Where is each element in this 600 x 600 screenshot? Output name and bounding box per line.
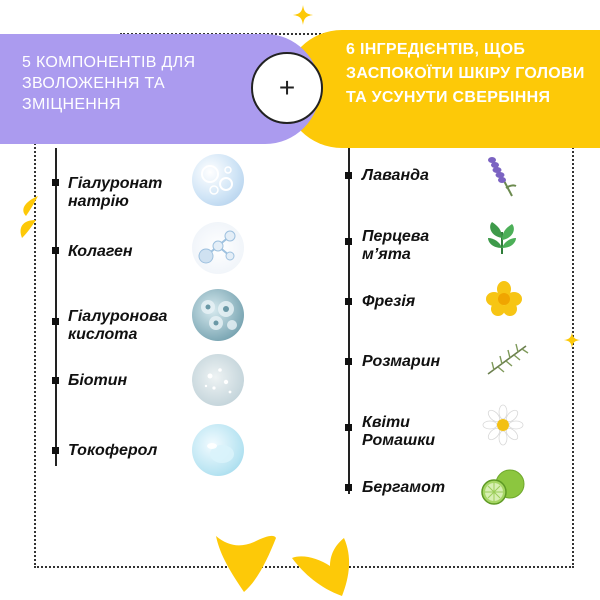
bullet-marker [52, 447, 59, 454]
right-item-label: Бергамот [362, 479, 446, 496]
left-column-line [55, 148, 57, 466]
yellow-shape-right-icon [292, 538, 350, 596]
bullet-marker [345, 484, 352, 491]
left-item-label: Гіалуронат натрію [68, 175, 163, 210]
bullet-marker [345, 298, 352, 305]
rosemary-icon [487, 343, 529, 375]
cells-icon [192, 289, 244, 341]
yellow-shape-left-icon [216, 535, 276, 592]
left-header-title: 5 КОМПОНЕНТІВ ДЛЯ ЗВОЛОЖЕННЯ ТА ЗМІЦНЕНН… [22, 54, 196, 113]
right-item-label: Фрезія [362, 293, 416, 310]
bullet-marker [345, 172, 352, 179]
water-drop-icon [192, 424, 244, 476]
right-item-label: Розмарин [362, 353, 441, 370]
freesia-flower-icon [486, 281, 522, 316]
right-header-title: 6 ІНГРЕДІЄНТІВ, ЩОБ ЗАСПОКОЇТИ ШКІРУ ГОЛ… [346, 41, 585, 106]
bullet-marker [52, 179, 59, 186]
chamomile-icon [482, 404, 524, 446]
left-item-label: Колаген [68, 243, 133, 260]
right-item-label: Квіти Ромашки [362, 414, 436, 449]
right-column-line [348, 148, 350, 494]
molecule-icon [192, 222, 244, 274]
left-item-label: Гіалуронова кислота [68, 308, 168, 343]
plus-symbol: + [278, 72, 296, 103]
mint-leaf-icon [488, 222, 516, 254]
bullet-marker [345, 238, 352, 245]
left-item-label: Токоферол [68, 442, 158, 459]
gel-bubbles-icon [192, 354, 244, 406]
sparkle-icon [563, 331, 581, 349]
bullet-marker [52, 247, 59, 254]
bergamot-icon [481, 469, 525, 505]
right-item-label: Перцева м’ята [362, 228, 430, 263]
bullet-marker [345, 358, 352, 365]
leaf-accent-icon [20, 196, 38, 238]
lavender-icon [488, 157, 517, 197]
sparkle-icon [293, 5, 313, 25]
bullet-marker [52, 318, 59, 325]
left-item-label: Біотин [68, 372, 128, 389]
plus-icon: + [251, 52, 323, 124]
right-item-label: Лаванда [362, 167, 429, 184]
right-header-banner [284, 30, 600, 148]
bullet-marker [52, 377, 59, 384]
bullet-marker [345, 424, 352, 431]
water-spheres-icon [192, 154, 244, 206]
